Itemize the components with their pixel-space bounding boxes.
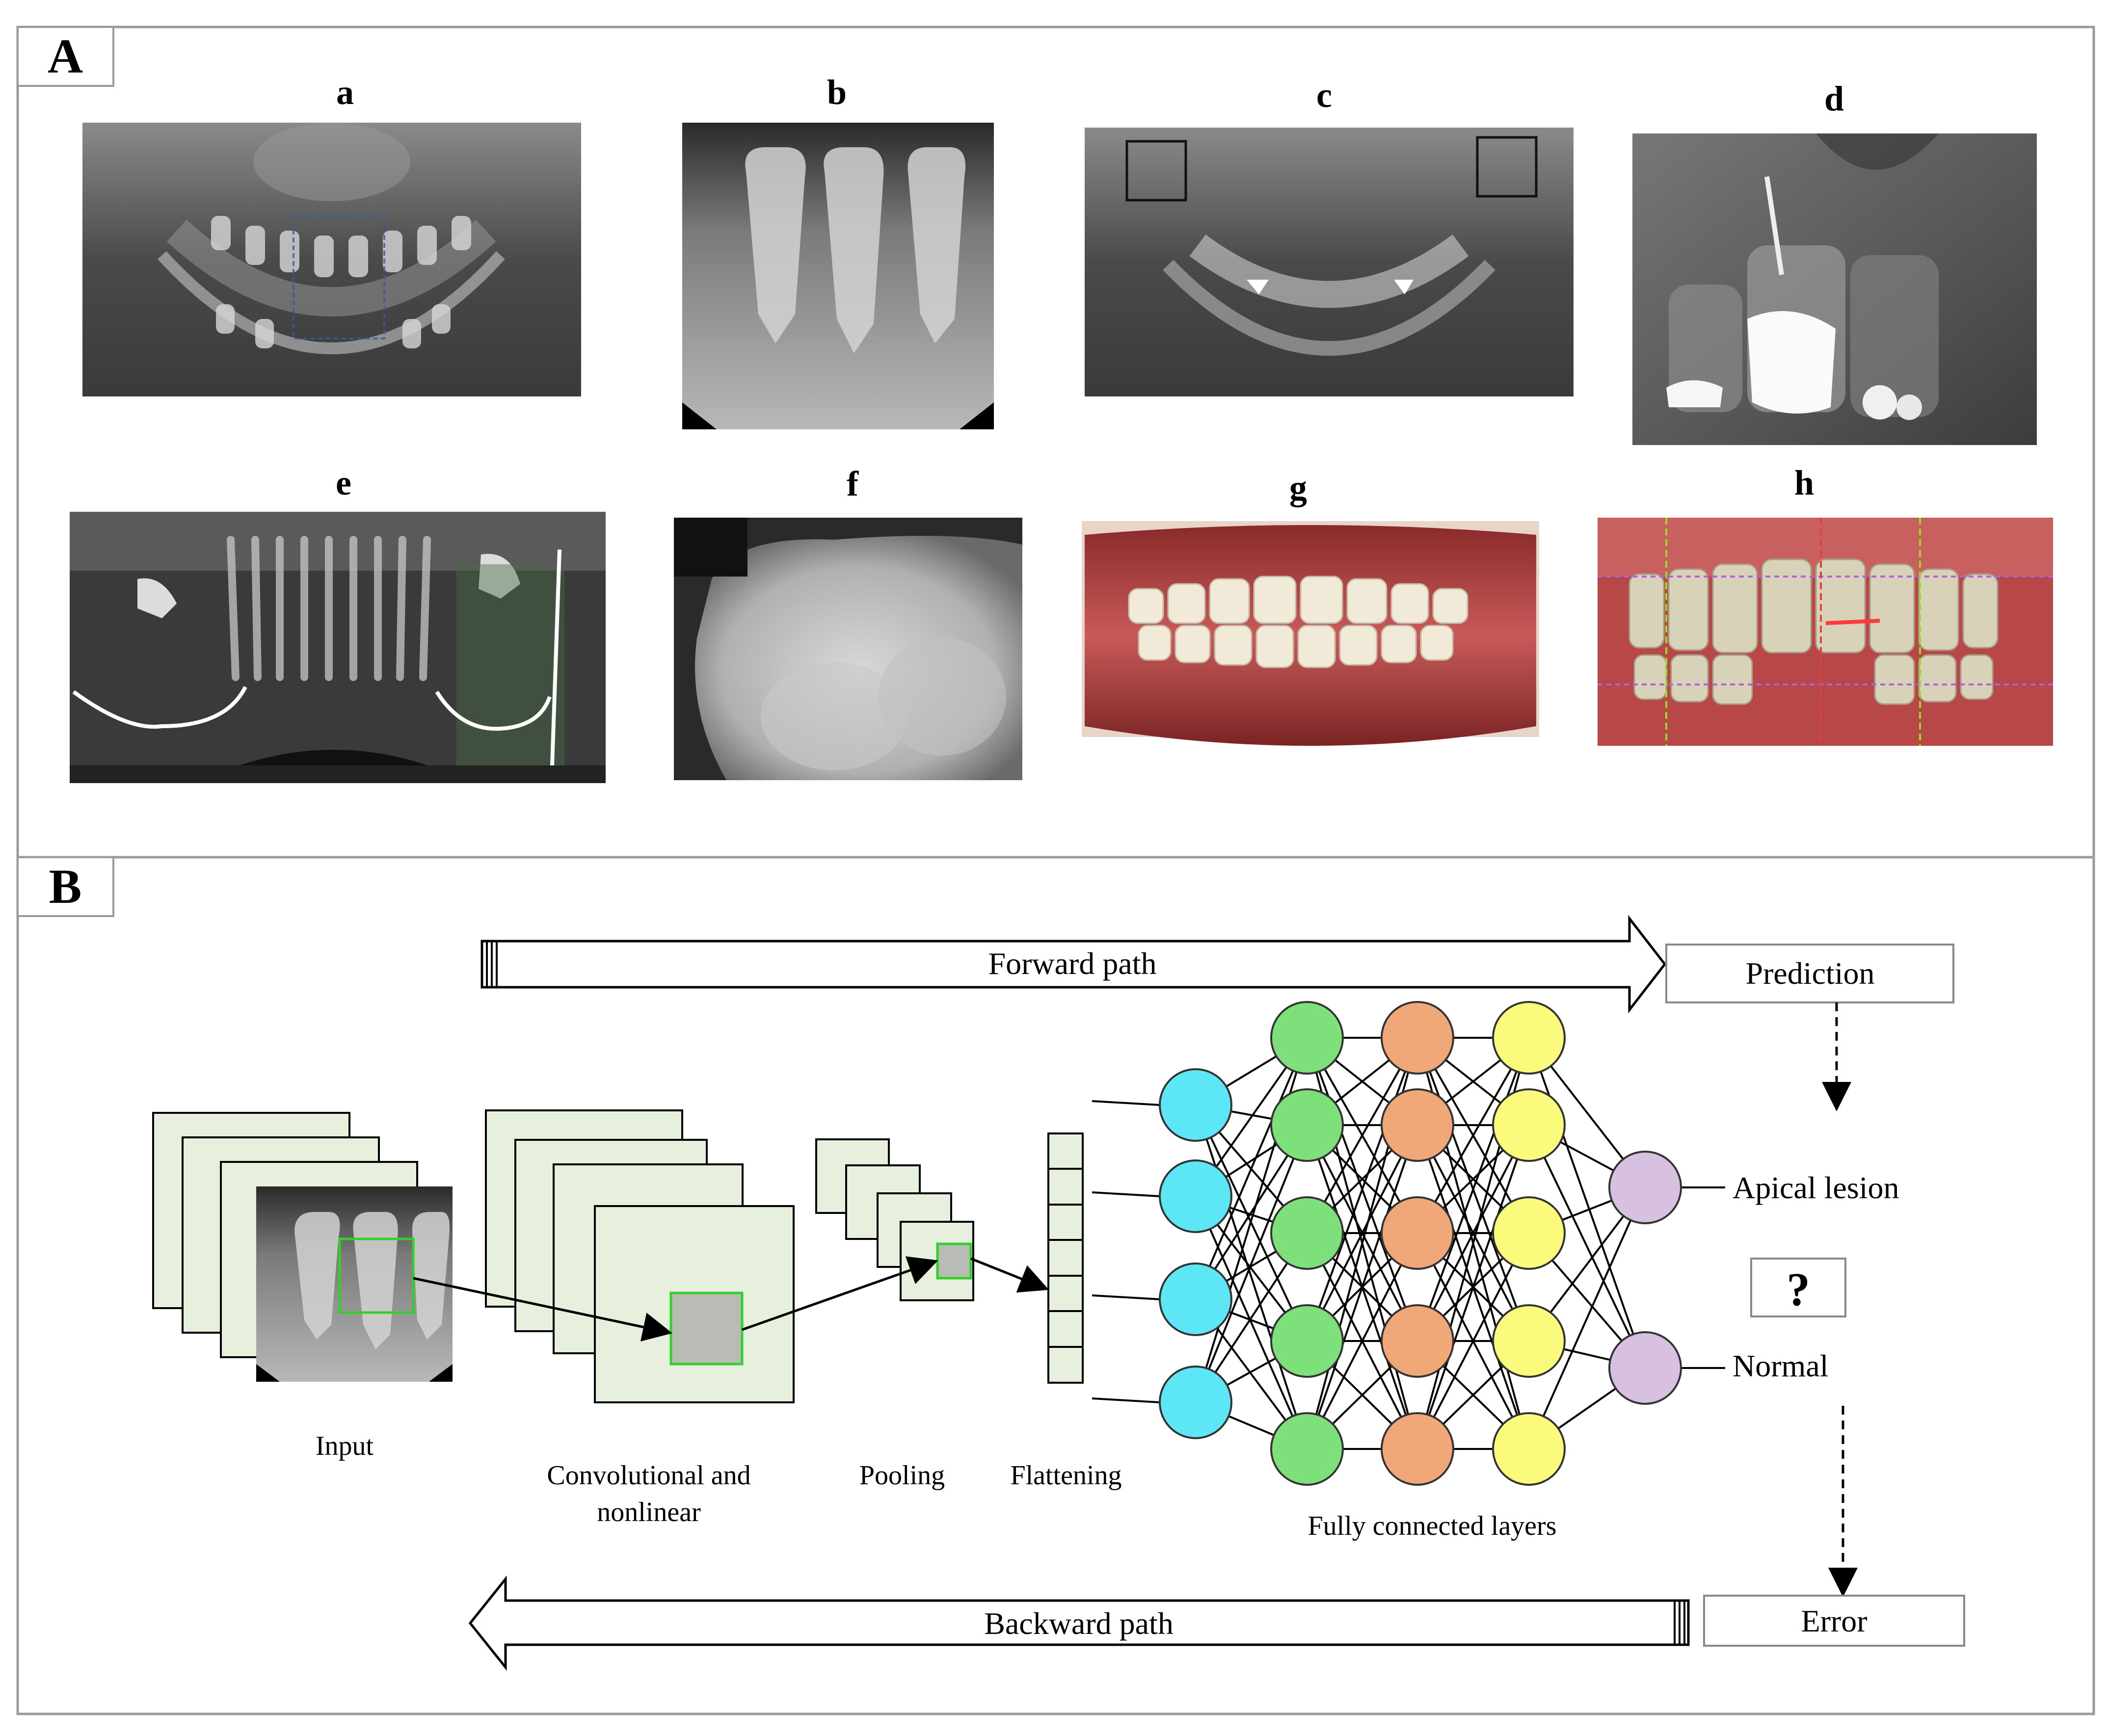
image-a-letter: a bbox=[336, 73, 354, 112]
network-edge bbox=[1416, 1037, 1530, 1234]
neuron-input-2 bbox=[1159, 1159, 1232, 1233]
neuron-h3-2 bbox=[1492, 1088, 1566, 1162]
flatten-to-input-edge bbox=[1092, 1100, 1160, 1106]
network-edge bbox=[1195, 1037, 1308, 1300]
input-radiograph bbox=[256, 1186, 453, 1382]
image-d-letter: d bbox=[1824, 79, 1844, 118]
panel-b-frame bbox=[16, 856, 2095, 1715]
conv-to-pool-arrow bbox=[742, 1256, 938, 1331]
network-edge bbox=[1416, 1037, 1530, 1341]
flatten-to-input-edge bbox=[1092, 1397, 1160, 1403]
network-edge bbox=[1306, 1125, 1418, 1341]
neuron-h2-5 bbox=[1381, 1412, 1454, 1486]
stage-conv-label-1: Convolutional and bbox=[547, 1460, 750, 1491]
neuron-input-3 bbox=[1159, 1263, 1232, 1336]
conv-output-cell bbox=[669, 1291, 744, 1366]
input-receptive-field bbox=[338, 1237, 415, 1314]
neuron-h2-3 bbox=[1381, 1196, 1454, 1270]
neuron-h3-5 bbox=[1492, 1412, 1566, 1486]
image-c-letter: c bbox=[1316, 76, 1332, 115]
neuron-h1-5 bbox=[1270, 1412, 1344, 1486]
image-e-cbct-reconstruction bbox=[70, 512, 606, 783]
network-edge bbox=[1195, 1105, 1308, 1449]
pool-to-flatten-arrow bbox=[970, 1257, 1049, 1293]
network-edge bbox=[1306, 1125, 1418, 1449]
flatten-to-input-edge bbox=[1092, 1294, 1160, 1300]
stage-flattening-label: Flattening bbox=[1010, 1460, 1121, 1491]
output-normal-label: Normal bbox=[1733, 1348, 1829, 1383]
neuron-h3-1 bbox=[1492, 1001, 1566, 1075]
prediction-label: Prediction bbox=[1745, 956, 1874, 991]
network-edge bbox=[1195, 1125, 1308, 1403]
question-box bbox=[1750, 1258, 1846, 1317]
stage-fully-connected-label: Fully connected layers bbox=[1308, 1511, 1557, 1541]
panel-a-label: A bbox=[48, 29, 83, 83]
neuron-h1-1 bbox=[1270, 1001, 1344, 1075]
image-d-periapical-radiograph bbox=[1632, 133, 2037, 445]
forward-path-label: Forward path bbox=[988, 946, 1156, 981]
panel-b-label-box bbox=[17, 856, 114, 917]
forward-path-arrow bbox=[480, 915, 1667, 1014]
image-b-periapical-radiograph bbox=[682, 123, 994, 429]
panel-b-label: B bbox=[49, 859, 82, 914]
output-apical-lesion-label: Apical lesion bbox=[1733, 1170, 1899, 1205]
image-a-panoramic-radiograph bbox=[82, 123, 581, 396]
network-edge bbox=[1416, 1125, 1530, 1341]
neuron-h2-4 bbox=[1381, 1304, 1454, 1378]
flatten-to-input-edge bbox=[1092, 1191, 1160, 1197]
neuron-input-4 bbox=[1159, 1366, 1232, 1439]
input-to-conv-arrow bbox=[413, 1277, 672, 1341]
image-f-transillumination bbox=[674, 518, 1022, 780]
neuron-h2-1 bbox=[1381, 1001, 1454, 1075]
neuron-h2-2 bbox=[1381, 1088, 1454, 1162]
question-mark: ? bbox=[1787, 1263, 1810, 1315]
network-edge bbox=[1528, 1125, 1646, 1368]
network-edge bbox=[1306, 1233, 1418, 1449]
neuron-h3-3 bbox=[1492, 1196, 1566, 1270]
network-edge bbox=[1195, 1196, 1308, 1449]
backward-path-label: Backward path bbox=[984, 1606, 1174, 1641]
pooling-output-cell bbox=[936, 1242, 972, 1280]
stage-input-label: Input bbox=[316, 1431, 374, 1461]
network-edge bbox=[1528, 1187, 1646, 1449]
network-edge bbox=[1306, 1037, 1418, 1341]
neuron-h3-4 bbox=[1492, 1304, 1566, 1378]
neuron-h1-4 bbox=[1270, 1304, 1344, 1378]
stage-conv-label-2: nonlinear bbox=[597, 1497, 701, 1527]
image-h-annotated-intraoral-photo bbox=[1598, 518, 2053, 746]
backward-path-arrow bbox=[468, 1575, 1690, 1671]
neuron-h1-3 bbox=[1270, 1196, 1344, 1270]
image-g-intraoral-photo bbox=[1082, 521, 1539, 746]
stage-pooling-label: Pooling bbox=[859, 1460, 945, 1491]
network-edge bbox=[1528, 1037, 1646, 1368]
flattened-vector bbox=[1047, 1132, 1084, 1384]
error-label: Error bbox=[1801, 1604, 1867, 1638]
image-b-letter: b bbox=[827, 73, 847, 112]
prediction-box bbox=[1665, 944, 1954, 1003]
error-box bbox=[1703, 1595, 1965, 1647]
network-edge bbox=[1306, 1037, 1418, 1234]
image-g-letter: g bbox=[1289, 468, 1307, 507]
image-f-letter: f bbox=[847, 464, 859, 503]
neuron-out-2 bbox=[1608, 1331, 1682, 1405]
image-e-letter: e bbox=[336, 463, 351, 502]
network-edge bbox=[1416, 1125, 1530, 1449]
panel-a-label-box bbox=[17, 26, 114, 87]
image-c-panoramic-radiograph bbox=[1085, 128, 1574, 396]
network-edge bbox=[1416, 1233, 1530, 1449]
network-neurons bbox=[1159, 1001, 1682, 1486]
image-h-letter: h bbox=[1794, 463, 1814, 502]
convolutional-feature-stack bbox=[485, 1109, 795, 1403]
neuron-h1-2 bbox=[1270, 1088, 1344, 1162]
neuron-out-1 bbox=[1608, 1151, 1682, 1224]
neuron-input-1 bbox=[1159, 1068, 1232, 1142]
